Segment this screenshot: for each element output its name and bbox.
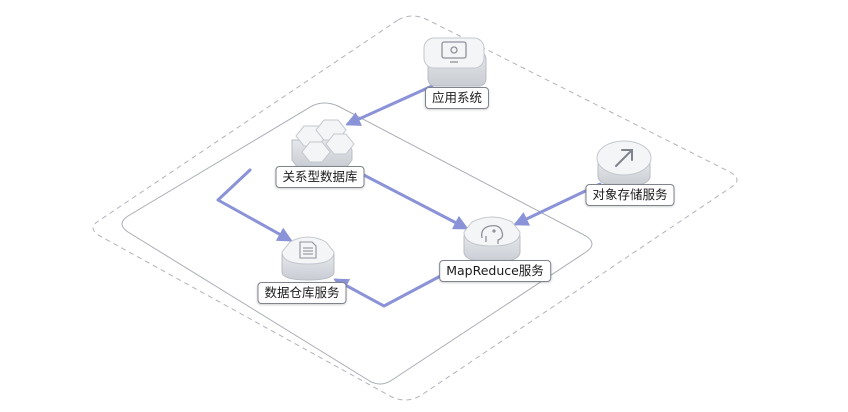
arrow-mapreduce-to-warehouse — [333, 270, 450, 308]
arrow-rdb-to-mapreduce — [356, 170, 469, 230]
monitor-icon — [441, 41, 467, 63]
object-storage-label: 对象存储服务 — [585, 184, 675, 206]
data-warehouse-label: 数据仓库服务 — [257, 282, 347, 304]
document-icon — [299, 241, 317, 259]
upload-arrow-icon — [615, 149, 633, 167]
node-data-warehouse[interactable] — [281, 236, 335, 281]
inner-boundary — [121, 102, 593, 385]
app-system-label: 应用系统 — [424, 87, 490, 109]
mapreduce-label: MapReduce服务 — [439, 260, 551, 282]
arrow-app-to-rdb — [345, 84, 434, 126]
node-object-storage[interactable] — [596, 140, 652, 187]
arrow-rdb-to-warehouse — [216, 168, 293, 242]
hexagon-cluster-icon — [295, 119, 355, 163]
node-mapreduce[interactable] — [463, 216, 521, 263]
relational-db-label: 关系型数据库 — [275, 166, 365, 188]
elephant-icon — [481, 224, 504, 244]
outer-boundary — [92, 15, 738, 401]
node-relational-db[interactable] — [291, 119, 355, 169]
node-app-system[interactable] — [423, 37, 487, 87]
